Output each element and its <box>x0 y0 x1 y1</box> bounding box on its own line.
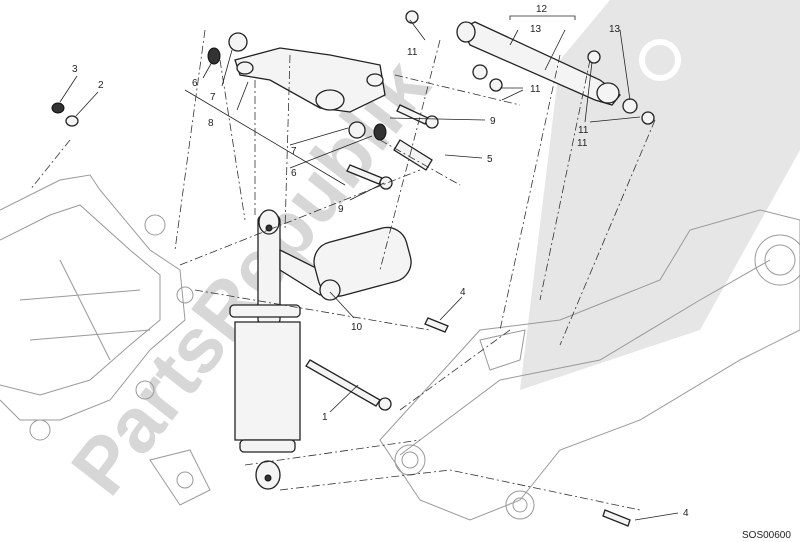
callout-10: 10 <box>351 322 363 333</box>
callout-13a: 13 <box>530 24 542 35</box>
callout-13b: 13 <box>609 24 621 35</box>
rocker-arm <box>234 47 386 113</box>
callout-1: 1 <box>322 412 328 423</box>
bearings <box>51 10 655 141</box>
callout-11c: 11 <box>578 125 589 136</box>
callout-labels: 3 2 6 7 8 7 6 9 9 5 11 11 12 13 13 11 11… <box>72 4 791 541</box>
callout-6b: 6 <box>291 168 297 179</box>
assembly-lines <box>29 29 656 511</box>
callout-7a: 7 <box>210 92 216 103</box>
callout-4a: 4 <box>460 287 466 298</box>
diagram-code: SOS00600 <box>742 530 791 541</box>
callout-8: 8 <box>208 118 214 129</box>
watermark-gear-icon <box>520 0 800 390</box>
callout-7b: 7 <box>291 146 297 157</box>
callout-12: 12 <box>536 4 548 15</box>
callout-11d: 11 <box>577 138 588 149</box>
callout-5: 5 <box>487 154 493 165</box>
callout-2: 2 <box>98 80 104 91</box>
callout-9b: 9 <box>490 116 496 127</box>
leader-lines <box>59 19 679 521</box>
swingarm-outline <box>379 209 800 521</box>
shock-absorber <box>229 209 412 490</box>
callout-3: 3 <box>72 64 78 75</box>
callout-6a: 6 <box>192 78 198 89</box>
frame-outline <box>0 174 211 506</box>
callout-9a: 9 <box>338 204 344 215</box>
callout-11b: 11 <box>530 84 541 95</box>
callout-11a: 11 <box>407 47 418 58</box>
callout-4b: 4 <box>683 508 689 519</box>
tie-rod <box>456 15 621 106</box>
